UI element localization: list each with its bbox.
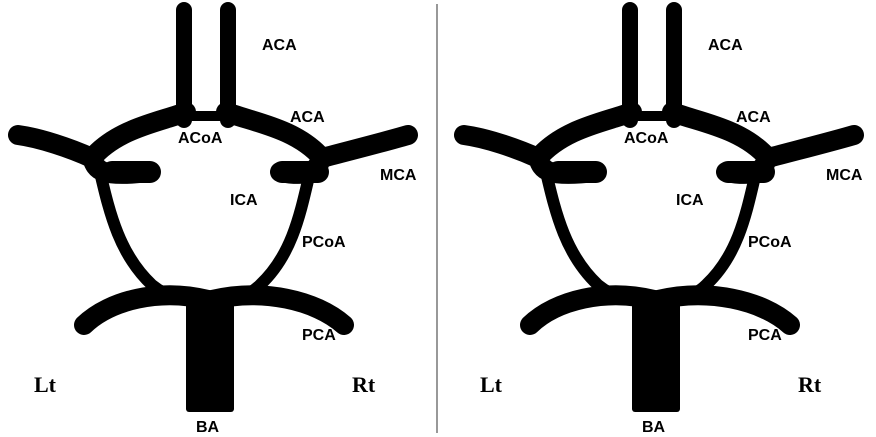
ba-label: BA [642,419,666,436]
right-side-label: Rt [352,372,376,397]
pca-label: PCA [748,327,782,344]
aca-top-label: ACA [708,37,743,54]
aca-top-label: ACA [262,37,297,54]
right-pcoa-vessel [210,172,310,300]
aca-mid-label: ACA [290,109,325,126]
mca-label: MCA [380,167,417,184]
aca-mid-label: ACA [736,109,771,126]
acoa-label: ACoA [624,130,669,147]
pcoa-label: PCoA [748,234,792,251]
vessel-network [464,10,854,412]
left-side-label: Lt [480,372,503,397]
ica-label: ICA [676,192,704,209]
left-aca-bend [538,112,632,158]
pcoa-label: PCoA [302,234,346,251]
left-aca-bend [92,112,186,158]
ica-label: ICA [230,192,258,209]
basilar-artery [186,300,234,412]
ba-label: BA [196,419,220,436]
vessel-network [18,10,408,412]
left-pcoa-vessel [100,172,205,300]
left-diagram: ACA ACA ACoA MCA ICA PCoA PCA BA Lt Rt [18,10,417,436]
acoa-label: ACoA [178,130,223,147]
mca-label: MCA [826,167,863,184]
basilar-artery [632,300,680,412]
right-pcoa-vessel [656,172,756,300]
left-side-label: Lt [34,372,57,397]
left-pcoa-vessel [546,172,651,300]
pca-label: PCA [302,327,336,344]
right-side-label: Rt [798,372,822,397]
right-diagram: ACA ACA ACoA MCA ICA PCoA PCA BA Lt Rt [464,10,863,436]
